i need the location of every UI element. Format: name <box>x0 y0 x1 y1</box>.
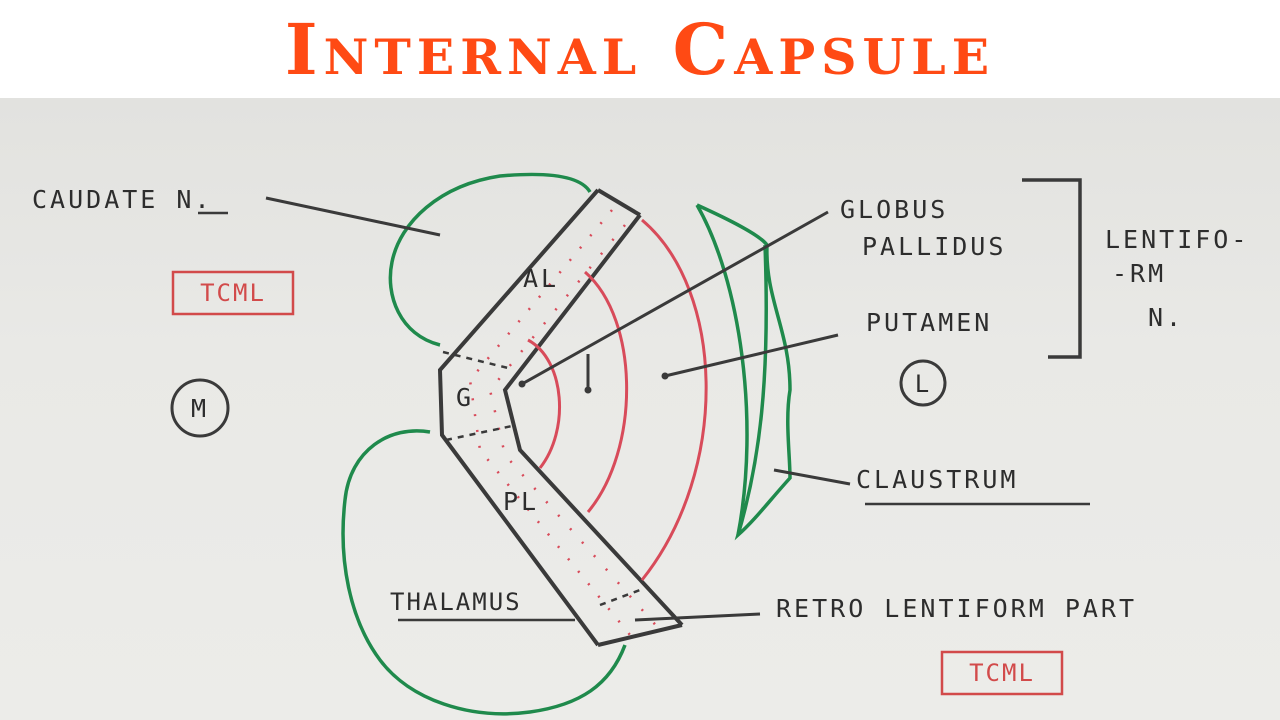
paper-background <box>0 98 1280 720</box>
globus-label-line2: PALLIDUS <box>862 232 1006 261</box>
capsule-fibre-dots <box>468 209 631 636</box>
globus-inner-dot <box>584 386 592 394</box>
caudate-pointer-line <box>265 196 441 237</box>
globus-pointer-line <box>521 210 829 386</box>
retro-boundary <box>599 588 641 607</box>
thalamus-outline <box>341 429 627 716</box>
genu-lower-boundary <box>445 424 513 442</box>
thalamus-label: THALAMUS <box>390 588 522 616</box>
lentiform-label-line2: -RM <box>1112 259 1166 288</box>
stamp-top-box <box>171 270 295 316</box>
putamen-dot <box>661 372 669 380</box>
title-bar: Internal Capsule <box>0 0 1280 98</box>
capsule-fibre-dots-2 <box>488 224 661 631</box>
internal-capsule-outer-edge <box>437 188 600 647</box>
stamp-top: TCML <box>200 279 266 307</box>
putamen-arc <box>640 218 708 581</box>
medial-label: M <box>191 394 209 423</box>
lentiform-label-line1: LENTIFO- <box>1105 225 1249 254</box>
caudate-label: CAUDATE N. <box>32 185 213 214</box>
capsule-bottom-cap <box>597 623 683 647</box>
retro-pointer-line <box>634 612 761 622</box>
anterior-limb-label: AL <box>523 264 559 293</box>
capsule-top-cap <box>596 188 642 217</box>
claustrum-left-edge <box>695 204 749 536</box>
caudate-nucleus-outline <box>388 172 592 347</box>
stamp-bottom: TCML <box>969 659 1035 687</box>
internal-capsule-inner-edge <box>502 213 684 627</box>
globus-dot <box>518 380 526 388</box>
medial-circle <box>170 378 230 438</box>
posterior-limb-label: PL <box>503 487 539 516</box>
putamen-label: PUTAMEN <box>866 308 992 337</box>
putamen-pointer-line <box>664 333 839 378</box>
claustrum-pointer-line <box>773 468 851 486</box>
globus-pallidus-outer-arc <box>584 270 629 513</box>
genu-label: G <box>456 383 474 412</box>
lentiform-bracket <box>1022 178 1082 359</box>
lateral-circle <box>899 359 947 407</box>
stamp-bottom-box <box>940 650 1064 696</box>
retro-lentiform-label: RETRO LENTIFORM PART <box>776 594 1137 623</box>
page-title: Internal Capsule <box>284 7 996 91</box>
globus-pallidus-arc <box>527 338 561 469</box>
claustrum-label: CLAUSTRUM <box>856 465 1018 494</box>
lentiform-label-line3: N. <box>1148 303 1184 332</box>
lateral-label: L <box>915 370 931 398</box>
globus-label-line1: GLOBUS <box>840 195 948 224</box>
